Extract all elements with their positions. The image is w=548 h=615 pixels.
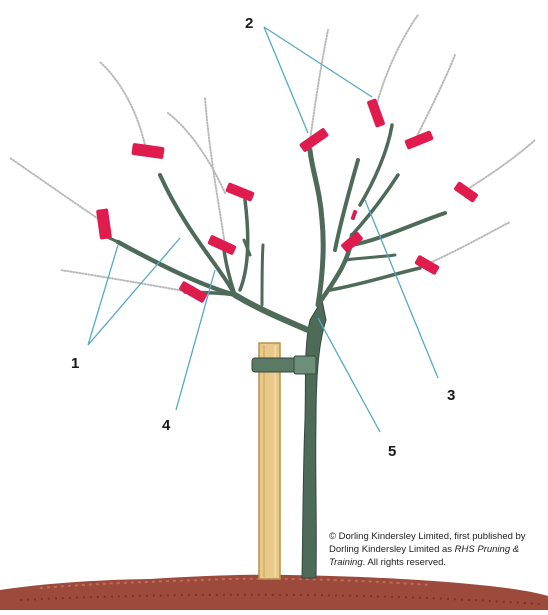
callout-label-2: 2 bbox=[245, 15, 253, 32]
cut-mark bbox=[207, 235, 237, 256]
trunk bbox=[302, 300, 326, 578]
credit-line-2: Dorling Kindersley Limited as RHS Prunin… bbox=[329, 543, 548, 556]
credit-line-1: © Dorling Kindersley Limited, first publ… bbox=[329, 530, 548, 543]
credit-line-3: Training. All rights reserved. bbox=[329, 556, 548, 569]
cut-mark bbox=[414, 255, 440, 276]
cut-mark bbox=[131, 143, 164, 159]
cut-mark bbox=[225, 182, 255, 202]
soil bbox=[0, 575, 548, 610]
credit-book-title: RHS Pruning & bbox=[455, 544, 519, 555]
cut-mark bbox=[367, 98, 386, 128]
callout-label-4: 4 bbox=[162, 417, 171, 434]
credit-publisher: Dorling Kindersley Limited as bbox=[329, 544, 455, 555]
callout-label-1: 1 bbox=[71, 355, 79, 372]
callout-label-5: 5 bbox=[388, 443, 396, 460]
cut-mark bbox=[350, 210, 357, 221]
cut-mark bbox=[299, 127, 329, 152]
support-stake bbox=[259, 343, 280, 579]
credit-book-title-cont: Training bbox=[329, 557, 363, 568]
callout-label-3: 3 bbox=[447, 387, 455, 404]
tree-tie bbox=[252, 356, 316, 374]
pruned-growth bbox=[10, 15, 535, 292]
cut-mark bbox=[96, 208, 112, 239]
copyright-credit: © Dorling Kindersley Limited, first publ… bbox=[329, 530, 548, 569]
credit-rights: . All rights reserved. bbox=[363, 557, 446, 568]
